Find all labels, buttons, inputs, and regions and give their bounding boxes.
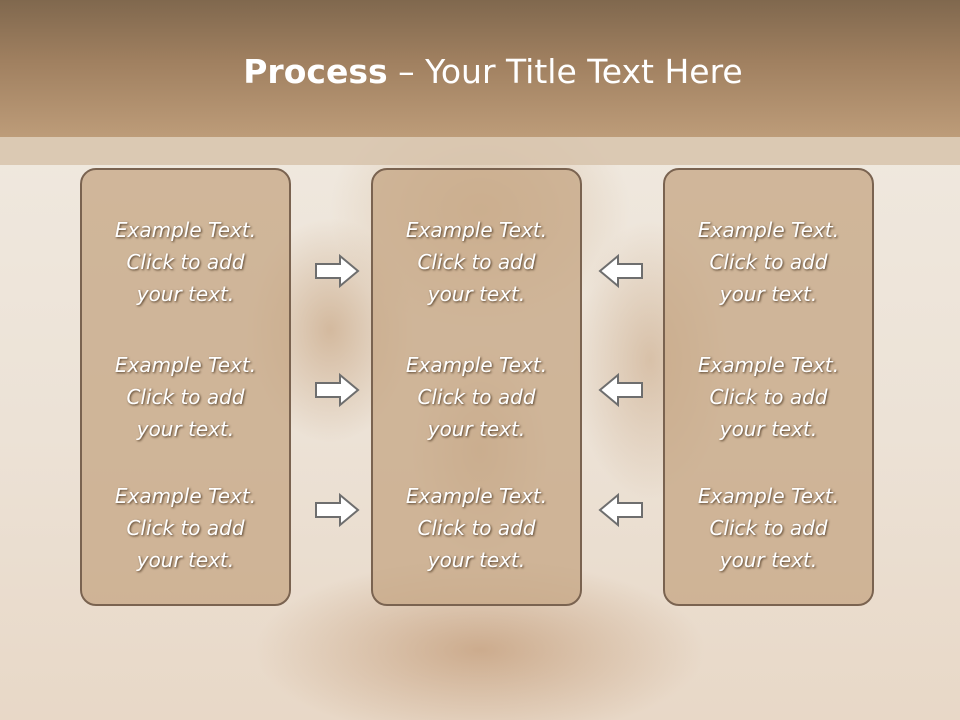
process-box-center[interactable]: Example Text. Click to add your text. Ex… <box>371 168 582 606</box>
right-arrow-icon <box>315 492 360 528</box>
left-arrow-icon <box>598 372 643 408</box>
text-placeholder[interactable]: Example Text. Click to add your text. <box>697 484 840 572</box>
right-arrow-icon <box>315 372 360 408</box>
process-box-right[interactable]: Example Text. Click to add your text. Ex… <box>663 168 874 606</box>
left-arrow-icon <box>598 253 643 289</box>
text-placeholder[interactable]: Example Text. Click to add your text. <box>114 484 257 572</box>
text-placeholder[interactable]: Example Text. Click to add your text. <box>114 218 257 306</box>
slide-title-bold: Process <box>243 52 388 91</box>
slide-title[interactable]: Process – Your Title Text Here <box>0 52 960 91</box>
text-placeholder[interactable]: Example Text. Click to add your text. <box>697 218 840 306</box>
process-box-left[interactable]: Example Text. Click to add your text. Ex… <box>80 168 291 606</box>
text-placeholder[interactable]: Example Text. Click to add your text. <box>697 353 840 441</box>
slide-title-rest: – Your Title Text Here <box>387 52 743 91</box>
right-arrow-icon <box>315 253 360 289</box>
text-placeholder[interactable]: Example Text. Click to add your text. <box>405 353 548 441</box>
left-arrow-icon <box>598 492 643 528</box>
title-bar <box>0 0 960 137</box>
title-subband <box>0 137 960 165</box>
text-placeholder[interactable]: Example Text. Click to add your text. <box>114 353 257 441</box>
text-placeholder[interactable]: Example Text. Click to add your text. <box>405 218 548 306</box>
text-placeholder[interactable]: Example Text. Click to add your text. <box>405 484 548 572</box>
